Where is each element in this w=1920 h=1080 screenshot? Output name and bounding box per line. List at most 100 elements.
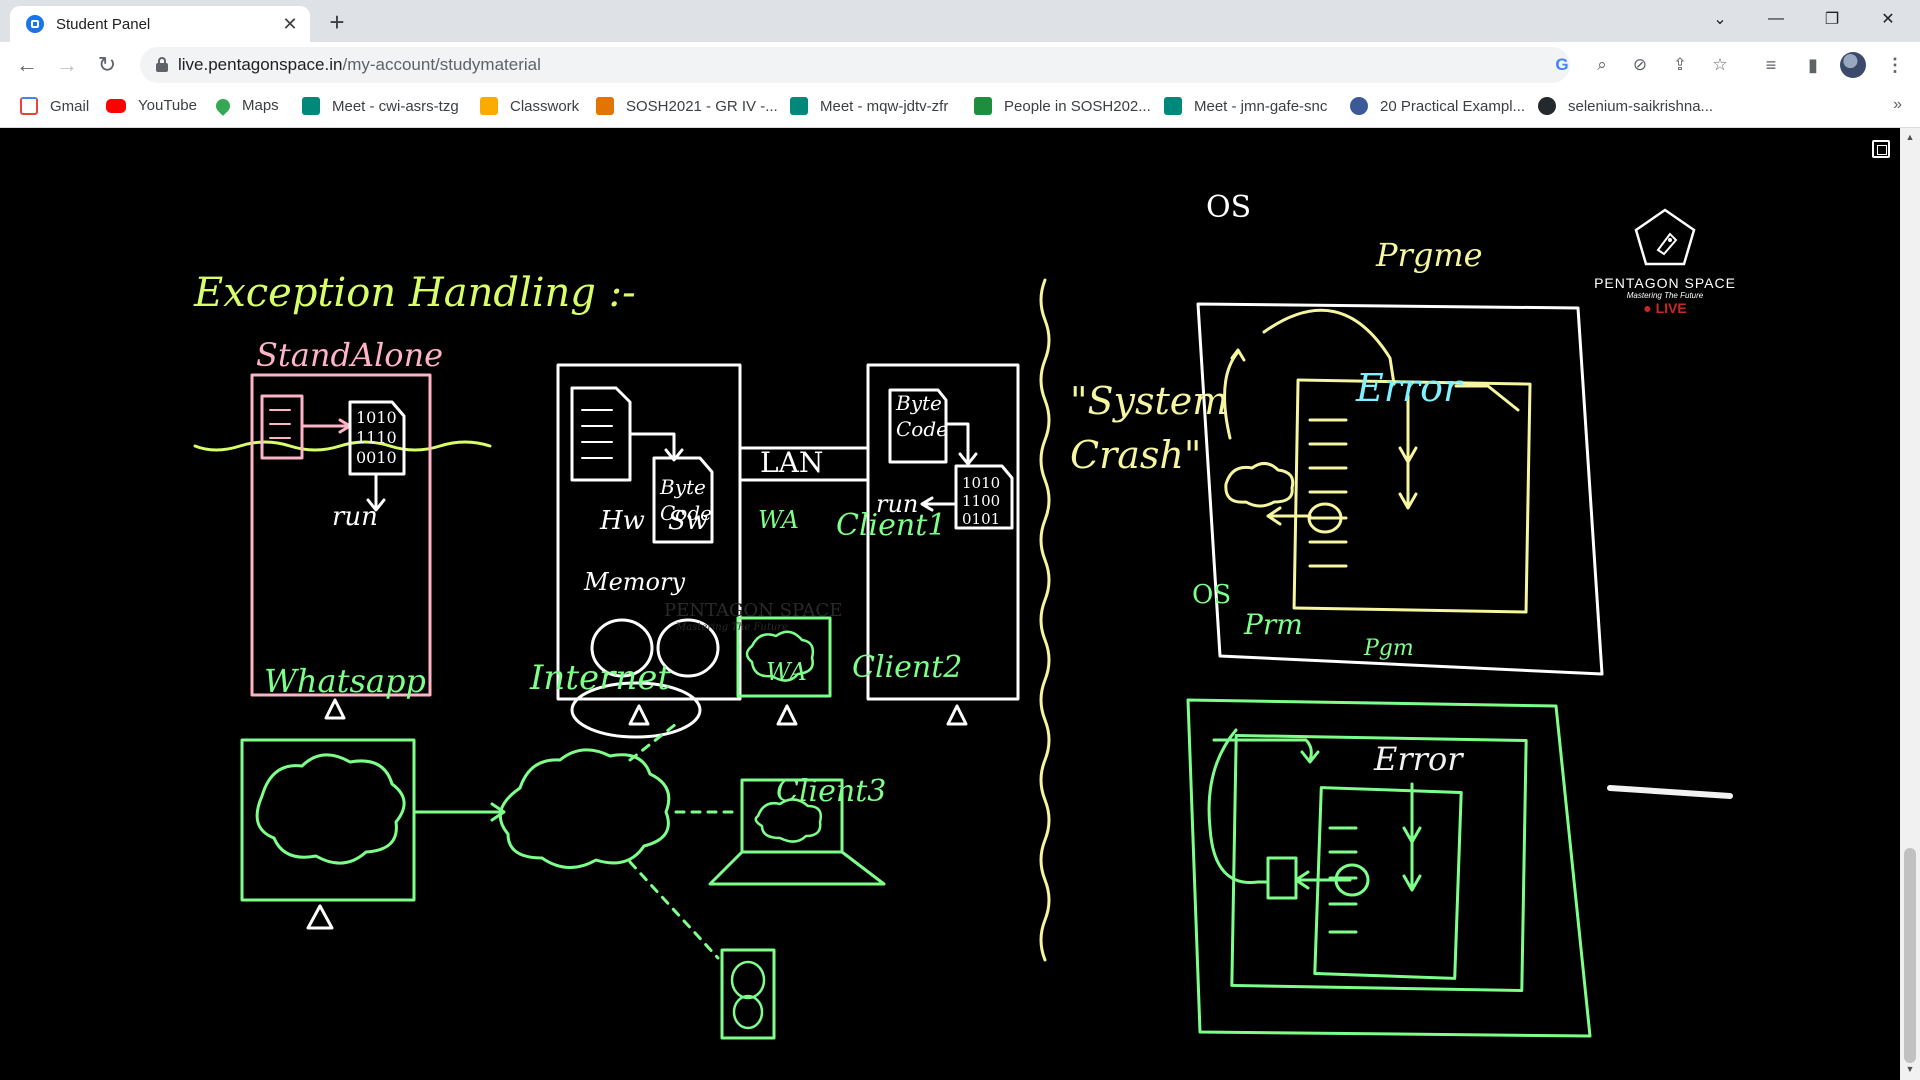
github-icon [1538,97,1556,115]
whatsapp-label: Whatsapp [264,662,426,700]
bookmark-label: selenium-saikrishna... [1568,97,1714,115]
bookmark-label: SOSH2021 - GR IV -... [626,97,778,115]
pgm-small-label: Pgm [1364,636,1414,661]
classroom-icon [480,97,498,115]
client2-label: Client2 [852,650,963,685]
logo-tagline: Mastering The Future [1626,291,1704,300]
bookmark-label: Classwork [510,97,580,115]
chalkboard-drawing [193,278,1733,1040]
client3-label: Client3 [776,774,887,809]
binary-3: 0010 [356,448,397,467]
run-label-2: run [876,490,919,518]
address-bar[interactable]: live.pentagonspace.in/my-account/studyma… [140,47,1728,83]
scrollbar-thumb[interactable] [1904,848,1916,1063]
error-label-2: Error [1374,740,1463,778]
whatsapp-monitor [240,738,416,902]
minimize-button[interactable]: — [1768,10,1784,27]
reload-button[interactable]: ↻ [97,52,117,77]
tab-student-panel[interactable]: Student Panel ✕ [10,6,310,42]
watermark-name: PENTAGON SPACE [664,600,843,621]
bookmark-label: Meet - cwi-asrs-tzg [332,97,459,115]
board-title: Exception Handling :- [194,270,636,316]
os-label-2: OS [1192,580,1232,610]
tab-strip: Student Panel ✕ + ⌄ — ❐ ✕ [0,0,1920,42]
url-domain: live.pentagonspace.in [178,55,343,74]
bookmark-label: Meet - jmn-gafe-snc [1194,97,1328,115]
wa-label-1: WA [758,506,799,534]
run-label-1: run [332,502,378,532]
os-panel-bottom [1186,698,1592,1038]
reading-list-icon[interactable]: ≡ [1765,55,1777,75]
restore-button[interactable]: ❐ [1824,11,1840,28]
bookmark-gmail[interactable]: Gmail [20,97,89,115]
lan-label: LAN [760,446,824,479]
scroll-down-icon[interactable]: ▼ [1905,1064,1915,1074]
back-button[interactable]: ← [16,52,38,77]
bookmarks-bar: Gmail YouTube Maps Meet - cwi-asrs-tzg C… [0,88,1920,128]
bookmark-label: 20 Practical Exampl... [1380,97,1526,115]
prm-label: Prm [1244,608,1303,641]
bookmark-sosh2021[interactable]: SOSH2021 - GR IV -... [596,97,778,115]
share-icon[interactable]: ⇪ [1672,55,1688,74]
bookmark-practical[interactable]: 20 Practical Exampl... [1350,97,1525,115]
wa-label-2: WA [766,658,807,686]
byte-code-label-2: Byte Code [896,391,948,441]
sw-label: Sw [668,506,709,536]
page-scrollbar[interactable]: ▲ ▼ [1900,128,1920,1080]
byte-code-label-1: Byte Code [660,475,712,525]
bookmark-meet-2[interactable]: Meet - mqw-jdtv-zfr [790,97,948,115]
bookmark-label: Meet - mqw-jdtv-zfr [820,97,949,115]
bookmark-label: Maps [242,97,279,114]
bookmark-label: YouTube [138,97,197,114]
url-path: /my-account/studymaterial [342,55,541,74]
lan-cable [738,446,870,482]
profile-avatar[interactable] [1840,52,1866,78]
standalone-stand [324,698,346,720]
bookmark-selenium[interactable]: selenium-saikrishna... [1538,97,1713,115]
url-text[interactable]: live.pentagonspace.in/my-account/studyma… [178,55,541,75]
scroll-up-icon[interactable]: ▲ [1905,132,1915,142]
pentagon-logo-icon [1634,208,1696,266]
lock-icon[interactable] [156,57,168,72]
bookmark-people[interactable]: People in SOSH202... [974,97,1151,115]
prgme-label: Prgme [1376,236,1483,274]
os-label-1: OS [1206,190,1252,225]
forward-button[interactable]: → [56,52,78,77]
tab-favicon-icon [26,15,44,33]
os-panel-top [1196,302,1604,676]
side-panel-icon[interactable]: ▮ [1808,55,1818,75]
orange-doc-icon [596,97,614,115]
bookmarks-overflow-icon[interactable]: » [1893,96,1902,113]
gmail-icon [20,97,38,115]
bookmark-label: Gmail [50,97,90,115]
meet-icon [1164,97,1182,115]
error-label-1: Error [1356,366,1462,410]
bookmark-classwork[interactable]: Classwork [480,97,579,115]
lecture-video[interactable]: PENTAGON SPACE Mastering The Future ● LI… [0,128,1900,1080]
new-tab-button[interactable]: + [329,7,345,37]
bookmark-youtube[interactable]: YouTube [106,97,197,114]
bookmark-meet-1[interactable]: Meet - cwi-asrs-tzg [302,97,459,115]
bookmark-star-icon[interactable]: ☆ [1712,55,1728,74]
fullscreen-icon[interactable] [1872,140,1890,158]
classroom-icon [974,97,992,115]
binary-1: 1010 [356,408,397,427]
hw-label: Hw [600,506,645,536]
bookmark-label: People in SOSH202... [1004,97,1151,115]
internet-label: Internet [530,658,672,698]
tab-search-icon[interactable]: ⌄ [1713,11,1727,28]
maps-icon [213,95,233,116]
bookmark-maps[interactable]: Maps [213,95,279,116]
zoom-icon[interactable]: ⌕ [1597,55,1607,74]
bookmark-meet-3[interactable]: Meet - jmn-gafe-snc [1164,97,1327,115]
browser-toolbar: ← → ↻ live.pentagonspace.in/my-account/s… [0,42,1920,88]
google-icon[interactable]: G [1555,55,1569,74]
divider-line [1039,278,1051,962]
binary-2: 1110 [356,428,397,447]
eye-off-icon[interactable]: ⊘ [1632,55,1648,74]
live-badge: ● LIVE [1643,300,1687,316]
system-crash-label: "System Crash" [1070,379,1229,477]
close-window-button[interactable]: ✕ [1881,11,1895,28]
menu-kebab-icon[interactable]: ⋮ [1886,55,1904,75]
tab-close-icon[interactable]: ✕ [282,14,298,34]
